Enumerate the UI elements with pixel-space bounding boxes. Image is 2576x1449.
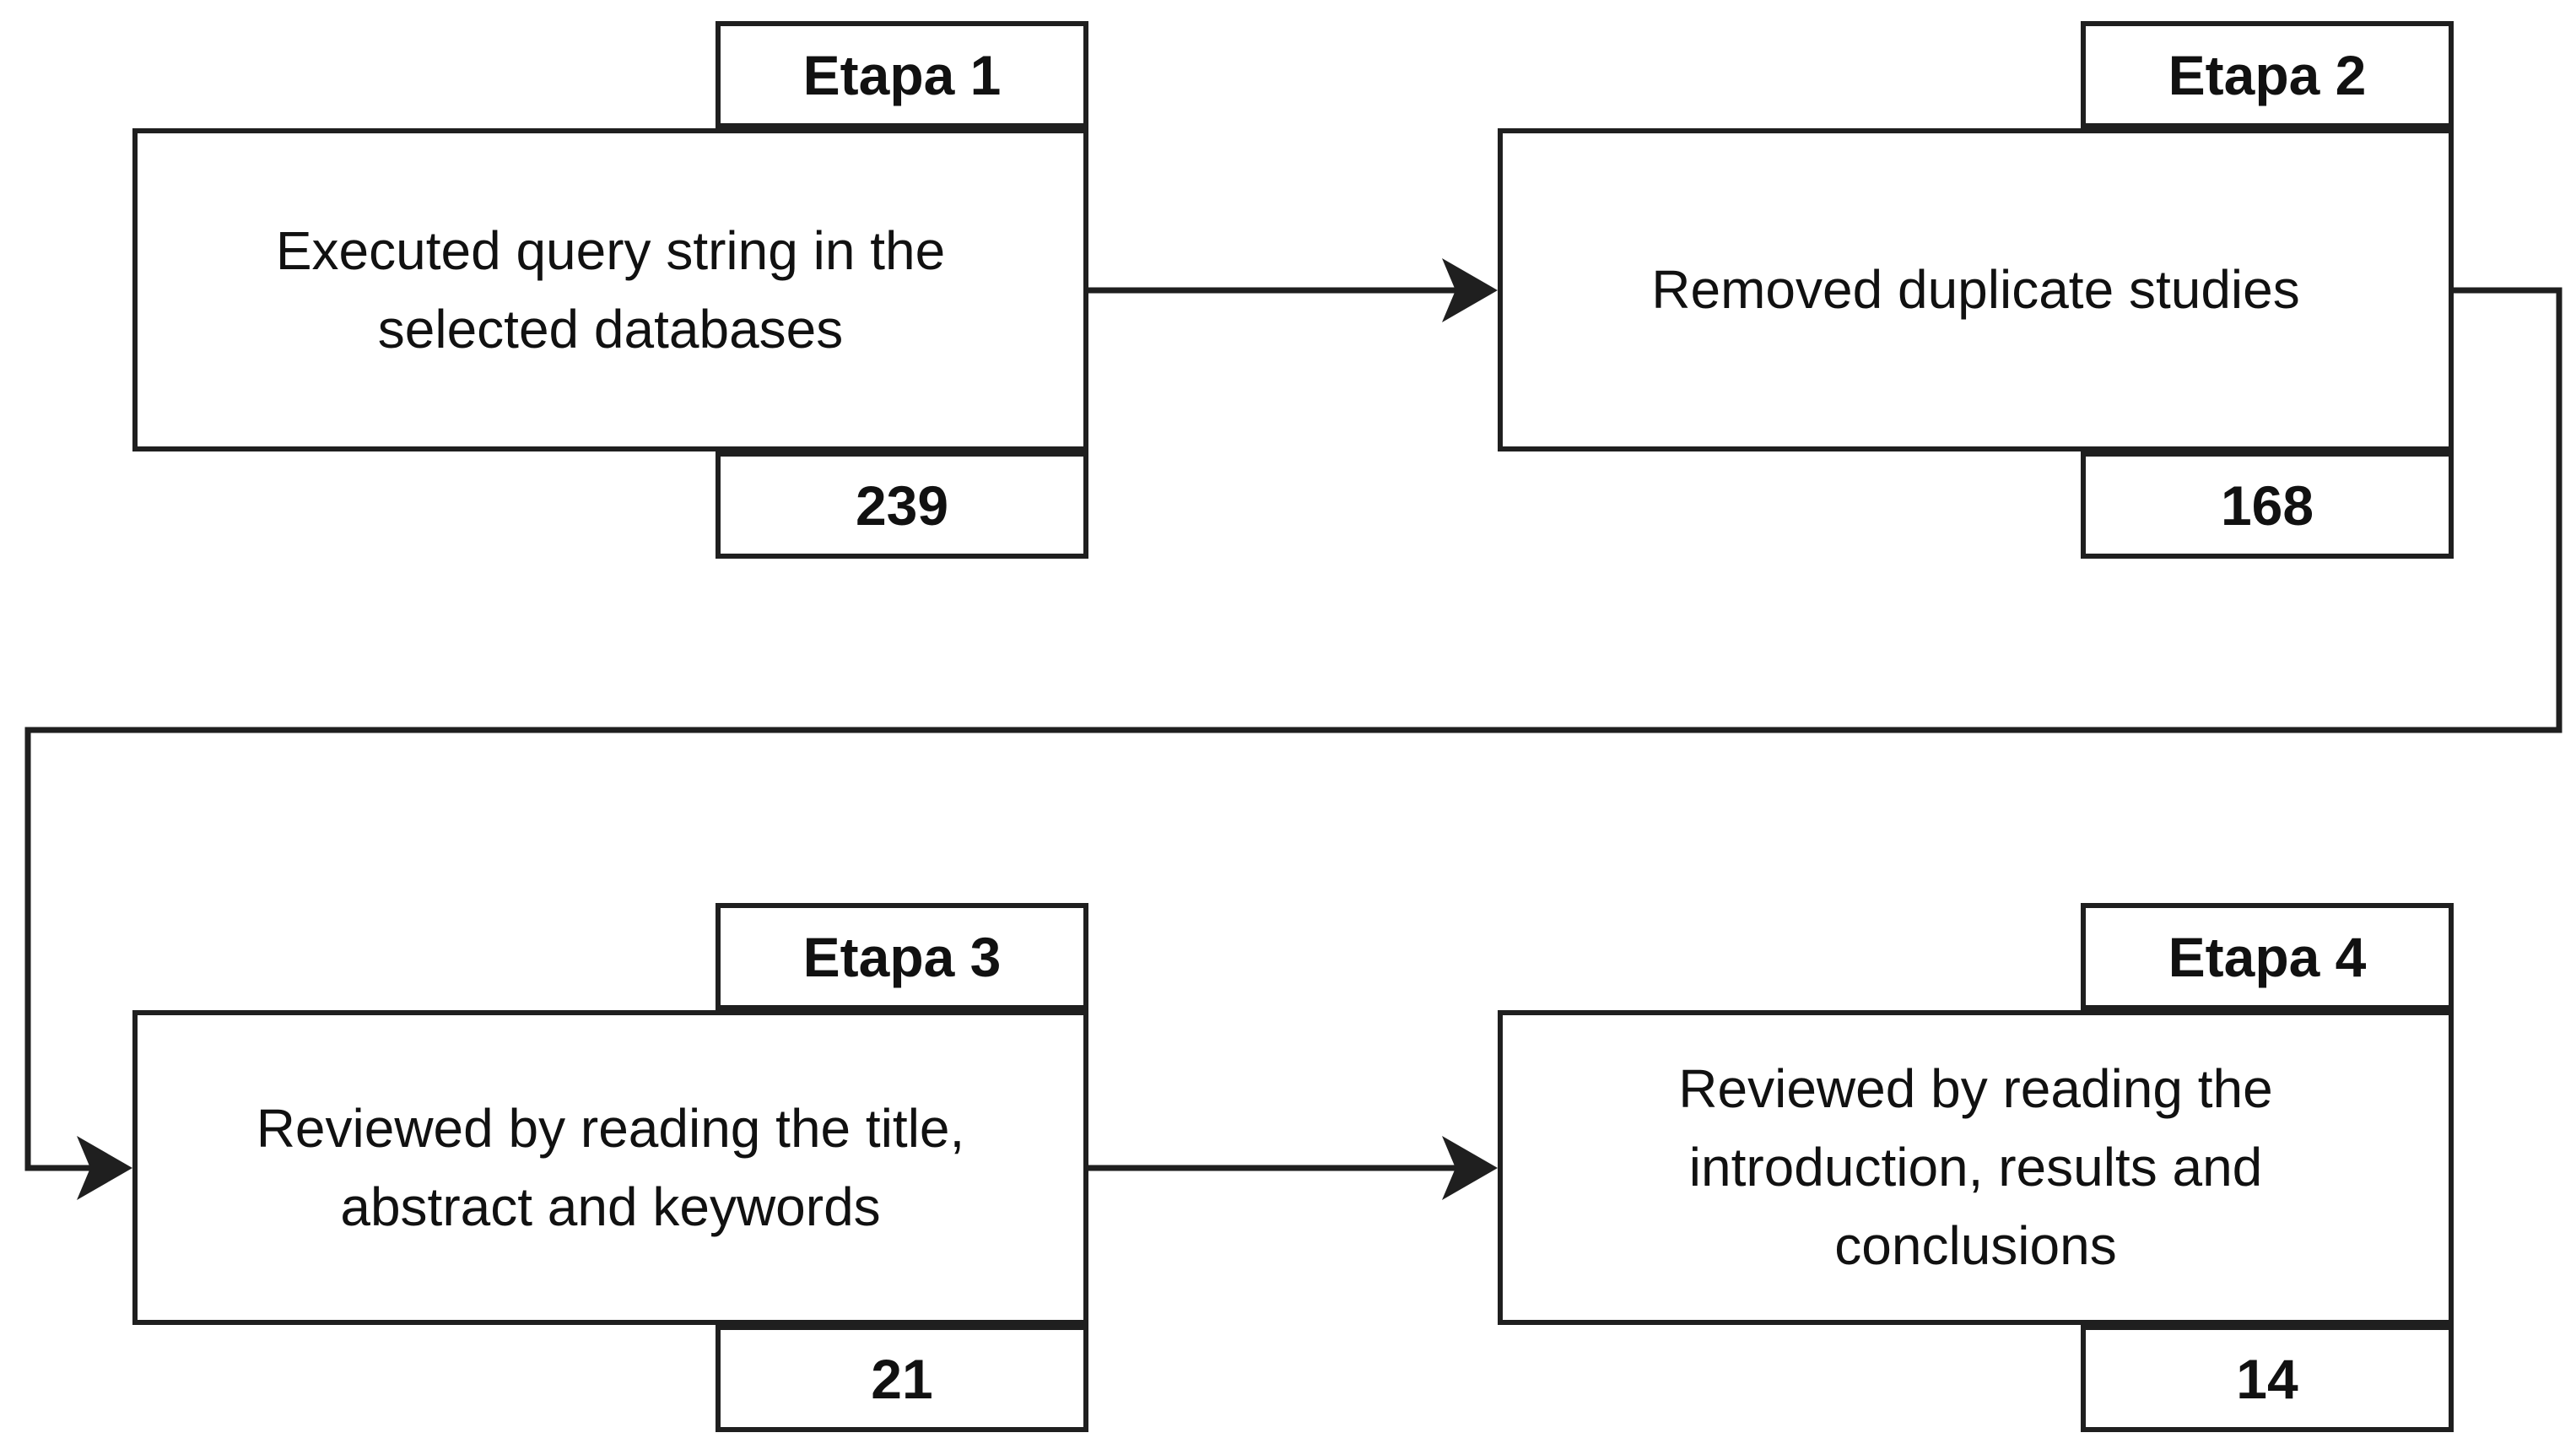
arrow-stage3-to-stage4 (1088, 1136, 1498, 1200)
stage2-box: Removed duplicate studies (1498, 128, 2454, 451)
stage2-count: 168 (2220, 473, 2314, 537)
stage4-count-box: 14 (2081, 1325, 2454, 1432)
stage2-description: Removed duplicate studies (1651, 259, 2300, 320)
stage2-label-box: Etapa 2 (2081, 21, 2454, 128)
stage1-label: Etapa 1 (802, 43, 1002, 106)
arrowhead-icon (1442, 1136, 1498, 1200)
arrowhead-icon (77, 1136, 132, 1200)
arrow-stage1-to-stage2 (1088, 258, 1498, 322)
stage3-label-box: Etapa 3 (716, 903, 1088, 1010)
stage3-count-box: 21 (716, 1325, 1088, 1432)
stage4-label: Etapa 4 (2168, 925, 2367, 988)
stage3-count: 21 (871, 1347, 933, 1410)
stage3-box: Reviewed by reading the title, abstract … (132, 1010, 1088, 1325)
stage1-box: Executed query string in the selected da… (132, 128, 1088, 451)
arrowhead-icon (1442, 258, 1498, 322)
stage2-count-box: 168 (2081, 451, 2454, 559)
stage1-description: Executed query string in the selected da… (275, 219, 946, 360)
stage4-box: Reviewed by reading the introduction, re… (1498, 1010, 2454, 1325)
stage4-count: 14 (2236, 1347, 2298, 1410)
stage2-label: Etapa 2 (2168, 43, 2367, 106)
stage3-label: Etapa 3 (802, 925, 1002, 988)
stage4-description: Reviewed by reading the introduction, re… (1678, 1058, 2273, 1276)
stage3-description: Reviewed by reading the title, abstract … (256, 1097, 965, 1237)
stage1-label-box: Etapa 1 (716, 21, 1088, 128)
stage1-count: 239 (855, 473, 949, 537)
stage4-label-box: Etapa 4 (2081, 903, 2454, 1010)
stage1-count-box: 239 (716, 451, 1088, 559)
